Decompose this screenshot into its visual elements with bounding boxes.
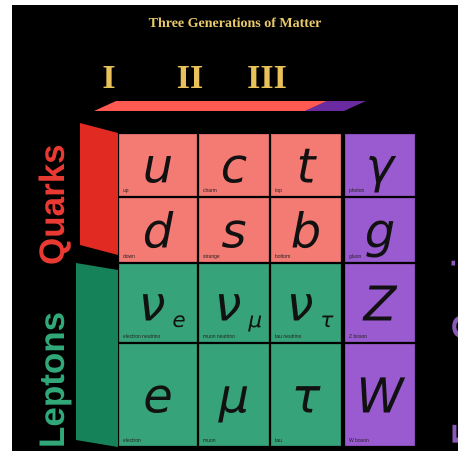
lepton-cell-face <box>198 263 270 343</box>
quark-cell-face <box>118 197 198 263</box>
lepton-cell: τ tau <box>270 343 342 447</box>
generation-label-3: III <box>247 59 287 96</box>
quark-name: top <box>275 188 282 194</box>
lepton-symbol: τ <box>292 368 322 424</box>
quarks-label: Quarks <box>33 144 72 265</box>
quark-name: up <box>123 188 129 194</box>
lepton-name: muon <box>203 438 216 444</box>
standard-model-diagram: Three Generations of Matter I II III u up… <box>33 16 458 448</box>
force-carrier-cell-face <box>344 197 416 263</box>
quark-symbol: d <box>143 203 174 259</box>
quark-symbol: u <box>143 138 173 194</box>
force-carrier-symbol: γ <box>366 138 397 194</box>
quark-cell: u up <box>118 133 198 197</box>
lepton-cell-face <box>118 343 198 447</box>
lepton-name: electron neutrino <box>123 334 160 340</box>
lepton-name: electron <box>123 438 141 444</box>
quark-symbol: c <box>221 138 247 194</box>
force-carrier-block-top <box>305 101 366 111</box>
quark-cell-face <box>118 133 198 197</box>
force-carrier-cell: Z Z boson <box>344 263 416 343</box>
lepton-name: muon neutrino <box>203 334 235 340</box>
lepton-subscript: μ <box>247 308 262 333</box>
force-carrier-symbol: Z <box>362 276 398 332</box>
lepton-name: tau <box>275 438 282 444</box>
force-carriers-label: Force Carriers <box>446 206 458 445</box>
quark-block-top <box>94 101 327 111</box>
lepton-cell-face <box>198 343 270 447</box>
force-carrier-cell-face <box>344 133 416 197</box>
lepton-cell-face <box>118 263 198 343</box>
quark-name: bottom <box>275 254 290 260</box>
quark-name: strange <box>203 254 220 260</box>
force-carrier-cell: W W boson <box>344 343 416 447</box>
quark-name: charm <box>203 188 217 194</box>
quark-name: down <box>123 254 135 260</box>
leptons-label: Leptons <box>33 312 72 448</box>
force-carrier-name: Z boson <box>349 334 367 340</box>
generation-label-1: I <box>102 59 115 96</box>
lepton-symbol: ν <box>139 276 166 332</box>
quark-cell-face <box>270 133 342 197</box>
force-carrier-name: photon <box>349 188 365 194</box>
quark-symbol: b <box>291 203 321 259</box>
diagram-title: Three Generations of Matter <box>149 16 322 31</box>
force-carrier-name: W boson <box>349 438 369 444</box>
lepton-symbol: e <box>143 368 173 424</box>
lepton-cell-face <box>270 343 342 447</box>
lepton-symbol: ν <box>215 276 242 332</box>
force-carrier-name: gluon <box>349 254 361 260</box>
force-carrier-symbol: W <box>356 368 405 424</box>
lepton-cell: e electron <box>118 343 198 447</box>
quark-cell-face <box>198 197 270 263</box>
diagram-frame: Three Generations of Matter I II III u up… <box>12 5 458 451</box>
lepton-cell-face <box>270 263 342 343</box>
lepton-symbol: μ <box>218 368 250 424</box>
quark-cell: t top <box>270 133 342 197</box>
quark-cell-face <box>270 197 342 263</box>
force-carrier-cell-face <box>344 263 416 343</box>
quark-cell-face <box>198 133 270 197</box>
quark-cell: d down <box>118 197 198 263</box>
lepton-symbol: ν <box>287 276 314 332</box>
force-carrier-symbol: g <box>365 203 395 259</box>
quark-block-side <box>80 123 118 255</box>
lepton-name: tau neutrino <box>275 334 302 340</box>
lepton-subscript: τ <box>320 308 334 333</box>
lepton-cell: μ muon <box>198 343 270 447</box>
lepton-block-side <box>76 263 118 447</box>
force-carrier-cell-face <box>344 343 416 447</box>
quark-symbol: t <box>297 138 318 194</box>
generation-label-2: II <box>177 59 203 96</box>
quark-symbol: s <box>221 203 246 259</box>
lepton-subscript: e <box>172 308 185 333</box>
